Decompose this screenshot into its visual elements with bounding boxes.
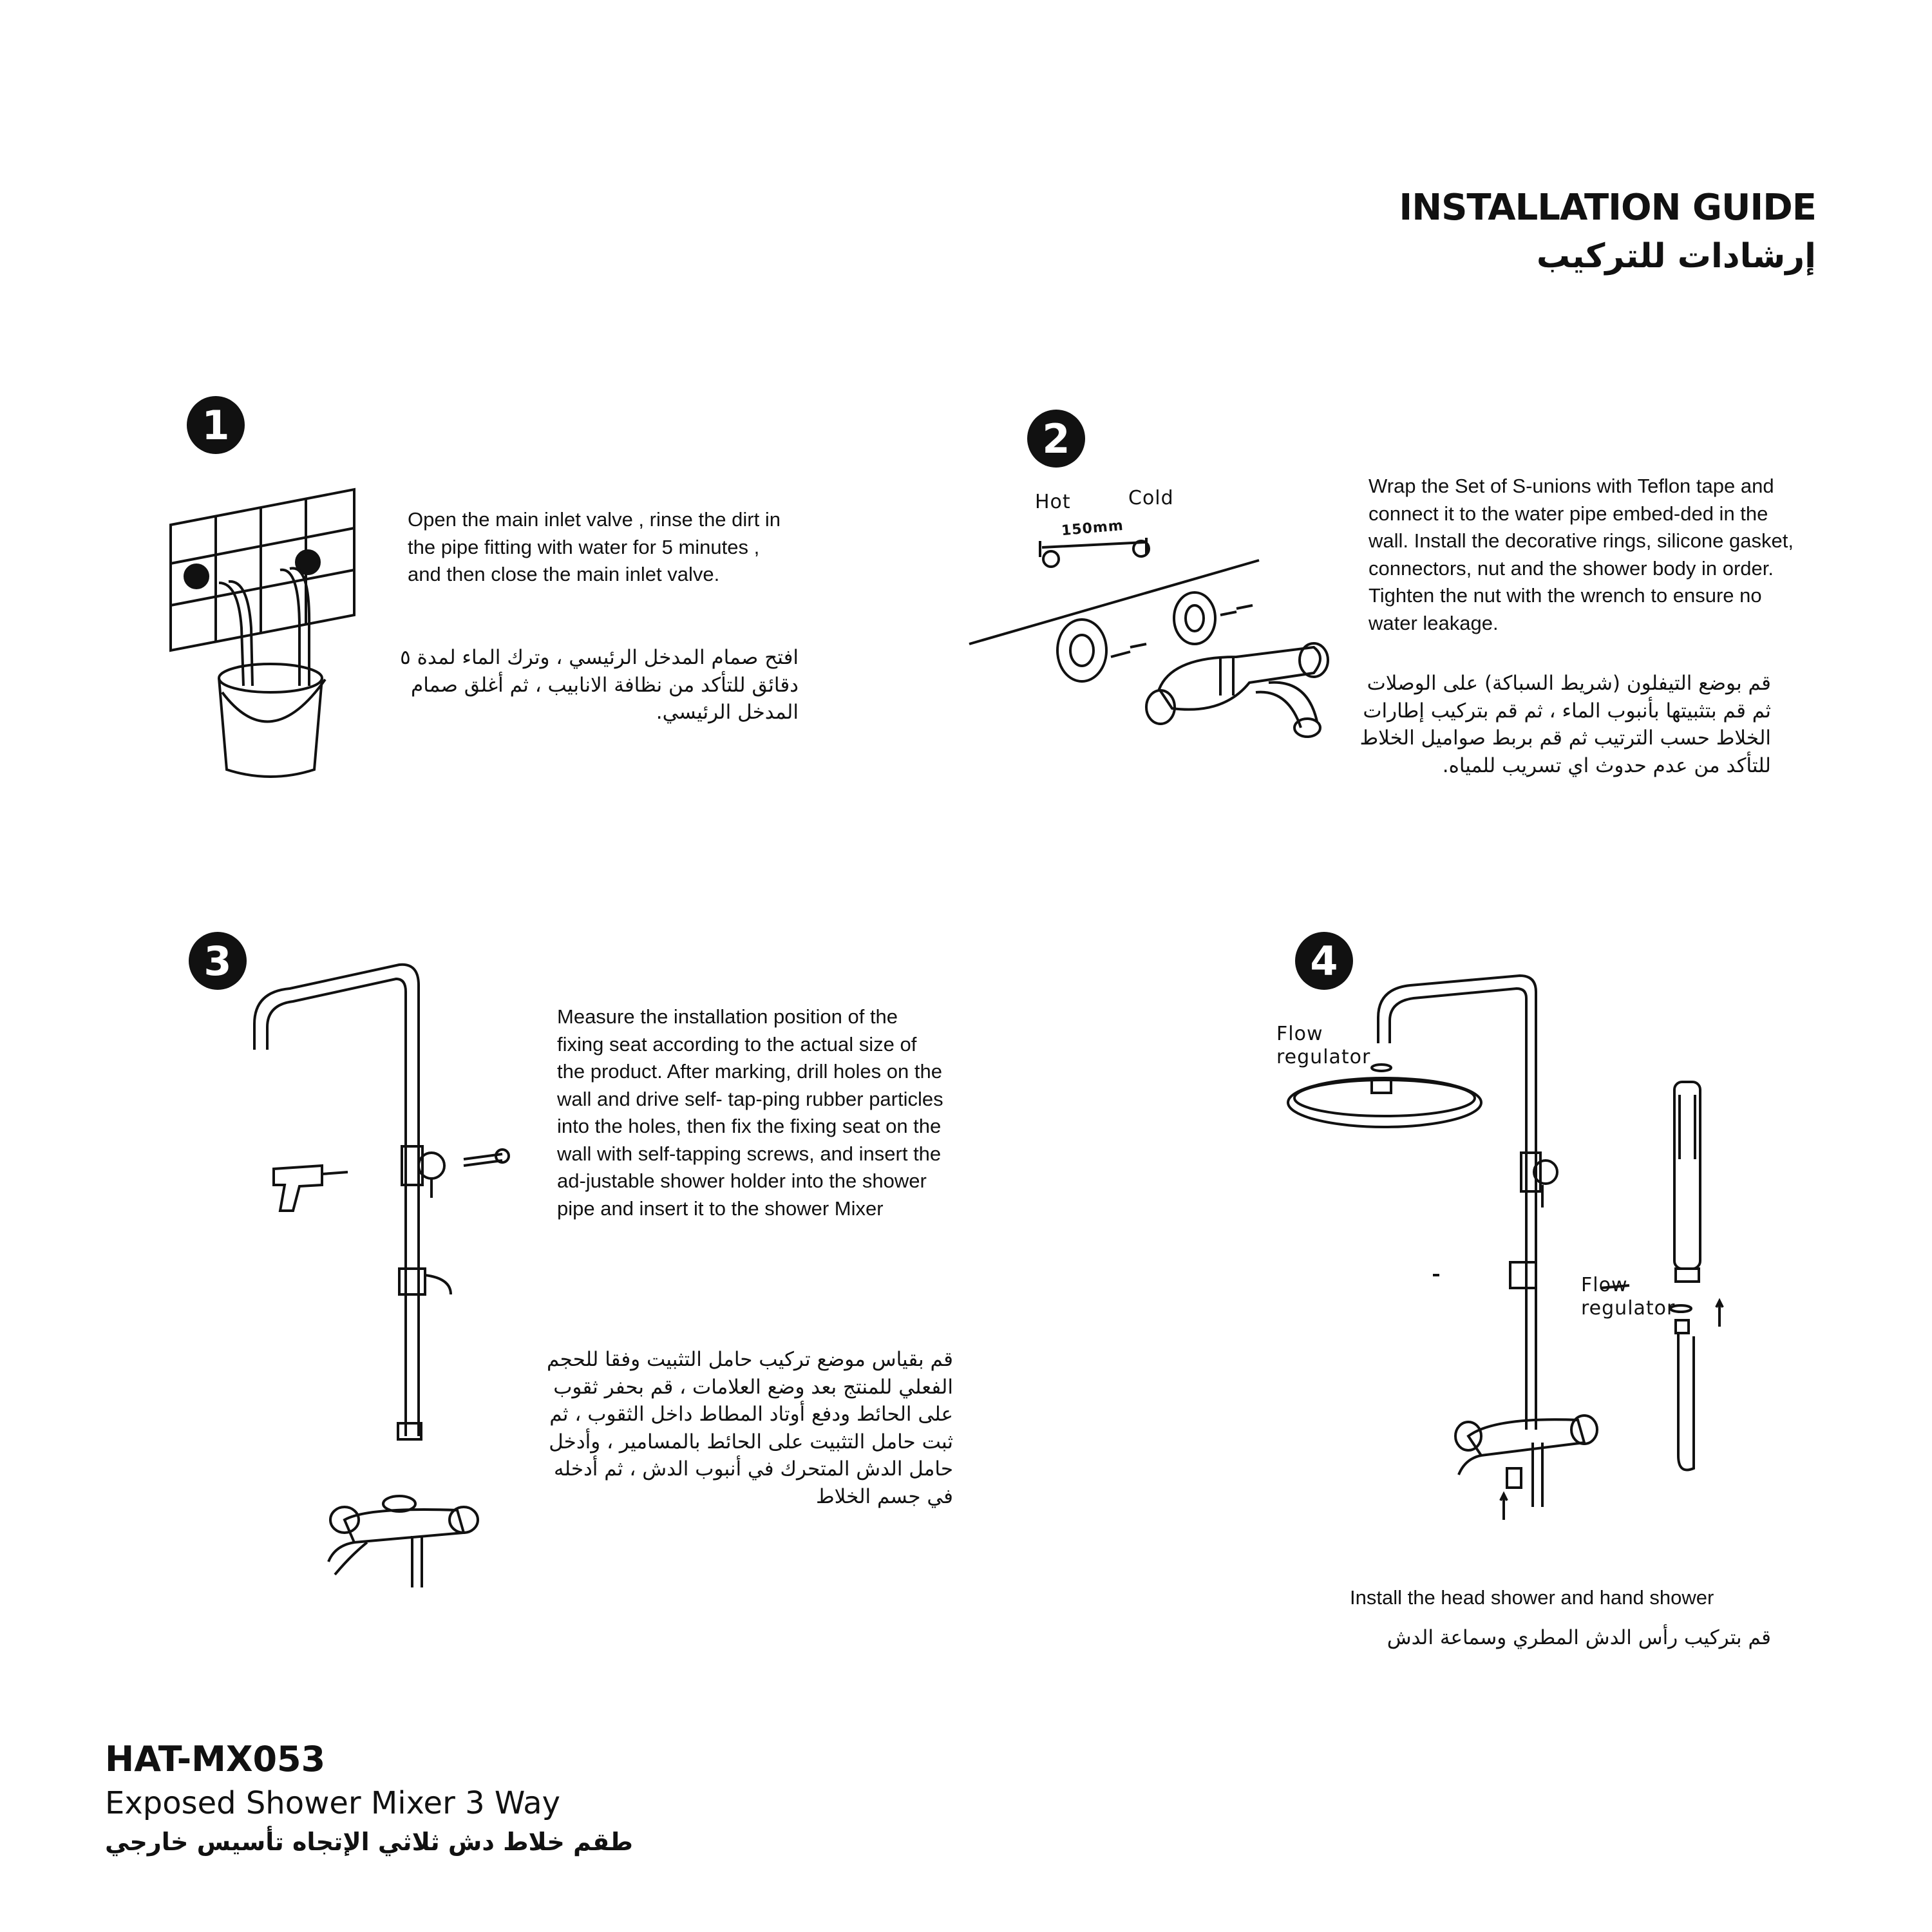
step-4-badge: 4 [1295, 932, 1353, 990]
product-name-arabic: طقم خلاط دش ثلاثي الإتجاه تأسيس خارجي [105, 1828, 633, 1856]
step-3-text-arabic: قم بقياس موضع تركيب حامل التثبيت وفقا لل… [547, 1348, 953, 1508]
page-title: INSTALLATION GUIDE [1399, 187, 1817, 229]
step-1-illustration-tiles-bucket [169, 488, 355, 778]
step-2-illustration-s-unions-mixer [969, 538, 1329, 738]
step-3-badge: 3 [189, 932, 247, 990]
hot-label: Hot [1035, 491, 1071, 513]
step-1-badge: 1 [187, 396, 245, 454]
step-4-text: Install the head shower and hand shower [1350, 1586, 1714, 1609]
product-name: Exposed Shower Mixer 3 Way [105, 1785, 561, 1821]
step-1-text-arabic: افتح صمام المدخل الرئيسي ، وترك الماء لم… [400, 646, 799, 724]
step-3-text: Measure the installation position of the… [557, 1005, 943, 1220]
step-4-text-arabic: قم بتركيب رأس الدش المطري وسماعة الدش [1387, 1626, 1771, 1649]
step-1-text: Open the main inlet valve , rinse the di… [408, 508, 781, 585]
page-title-arabic: إرشادات للتركيب [1536, 237, 1816, 276]
step-2-badge: 2 [1027, 410, 1085, 468]
step-2-text-arabic: قم بوضع التيفلون (شريط السباكة) على الوص… [1359, 672, 1771, 777]
flow-regulator-bottom-label: Flow regulator [1581, 1274, 1676, 1320]
step-2-text: Wrap the Set of S-unions with Teflon tap… [1368, 475, 1794, 634]
cold-label: Cold [1128, 487, 1174, 509]
step-3-illustration-shower-rail-drill [253, 963, 510, 1587]
flow-regulator-top-label: Flow regulator [1276, 1023, 1371, 1068]
model-number: HAT-MX053 [105, 1739, 326, 1779]
step-4-illustration-head-and-hand-shower [1287, 974, 1724, 1520]
